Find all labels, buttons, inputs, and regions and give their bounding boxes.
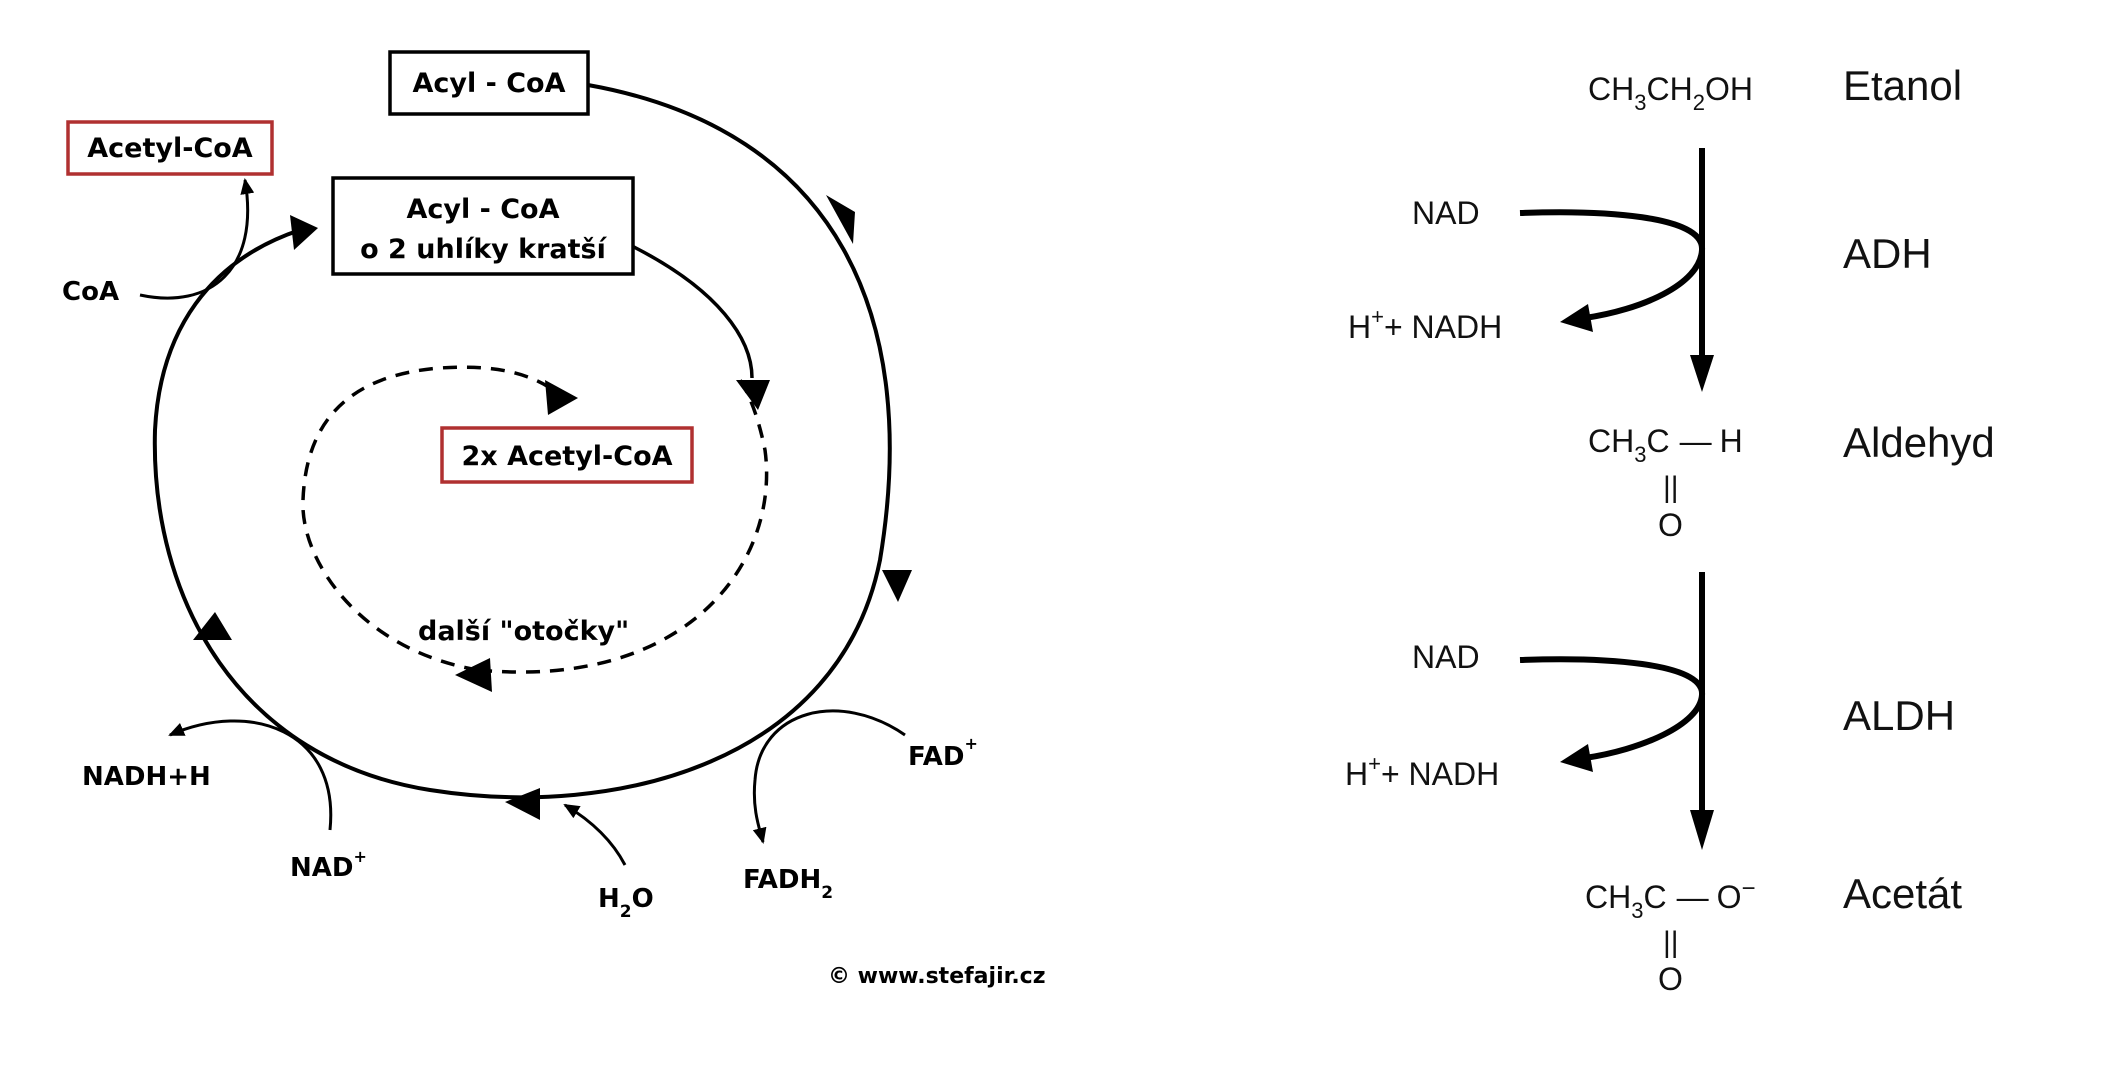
acetyl-coa-2x-box <box>440 426 694 484</box>
dashed-loop-path <box>477 378 769 674</box>
dashed-loop-path-left <box>301 365 562 672</box>
h2o-label: H2O <box>598 884 654 922</box>
enzyme-adh: ADH <box>1843 230 1932 277</box>
h2o-arrow <box>563 803 627 866</box>
aldehyde-oxygen: O <box>1658 507 1683 543</box>
fad-plus-label: FAD+ <box>908 734 978 772</box>
nadh-h-label: NADH+H <box>82 762 211 792</box>
coa-label: CoA <box>62 277 119 307</box>
acetyl-coa-box <box>66 120 274 176</box>
acetate-formula: CH3C—O− <box>1585 875 1755 923</box>
ethanol-formula: CH3CH2OH <box>1588 71 1753 115</box>
acetate-double-bond: || <box>1663 926 1679 959</box>
reaction-arrowhead-2 <box>1690 810 1714 850</box>
acyl-coa-label: Acyl - CoA <box>412 68 565 99</box>
acyl-coa-short-box <box>331 176 635 276</box>
cycle-arrowhead <box>826 195 855 244</box>
cycle-arrowhead <box>193 612 232 640</box>
inner-curve <box>629 243 754 379</box>
nad-label-2: NAD <box>1412 639 1480 675</box>
fad-arrow <box>752 709 906 844</box>
acetyl-coa-2x-label: 2x Acetyl-CoA <box>461 441 672 472</box>
cofactor-curve-1 <box>1519 209 1705 321</box>
dalsi-otocky-label: další "otočky" <box>418 616 629 647</box>
h-nadh-label-2: H++ NADH <box>1345 751 1499 792</box>
ethanol-name: Etanol <box>1843 62 1962 109</box>
cofactor-arrowhead-2 <box>1560 744 1593 772</box>
acyl-coa-short-line2: o 2 uhlíky kratší <box>360 234 608 265</box>
cofactor-arrowhead-1 <box>1560 304 1593 332</box>
acetate-name: Acetát <box>1843 870 1962 917</box>
ethanol-metabolism-pathway: CH3CH2OH Etanol NAD H++ NADH ADH CH3C—H … <box>1345 62 1995 997</box>
dashed-arrowhead-top <box>545 380 578 415</box>
cycle-arrowhead <box>290 215 318 250</box>
enzyme-aldh: ALDH <box>1843 692 1955 739</box>
nad-plus-label: NAD+ <box>290 847 367 883</box>
beta-oxidation-cycle: Acyl - CoA Acyl - CoA o 2 uhlíky kratší … <box>62 50 1046 989</box>
nad-label-1: NAD <box>1412 195 1480 231</box>
acetate-oxygen: O <box>1658 961 1683 997</box>
nad-arrow <box>168 719 333 831</box>
reaction-arrowhead-1 <box>1690 355 1714 392</box>
aldehyde-double-bond: || <box>1663 471 1679 504</box>
aldehyde-formula: CH3C—H <box>1588 423 1743 467</box>
acyl-coa-short-line1: Acyl - CoA <box>406 194 559 225</box>
h-nadh-label-1: H++ NADH <box>1348 304 1502 345</box>
acyl-coa-box <box>388 50 590 116</box>
dashed-arrowhead-bottom <box>455 658 492 692</box>
fadh2-label: FADH2 <box>743 865 833 903</box>
aldehyde-name: Aldehyd <box>1843 419 1995 466</box>
copyright-label: © www.stefajir.cz <box>828 964 1046 989</box>
cycle-arrowhead <box>505 788 540 820</box>
coa-arrow <box>139 178 255 300</box>
cycle-arrowhead <box>882 570 912 602</box>
cofactor-curve-2 <box>1519 656 1705 761</box>
acetyl-coa-label: Acetyl-CoA <box>87 133 253 164</box>
